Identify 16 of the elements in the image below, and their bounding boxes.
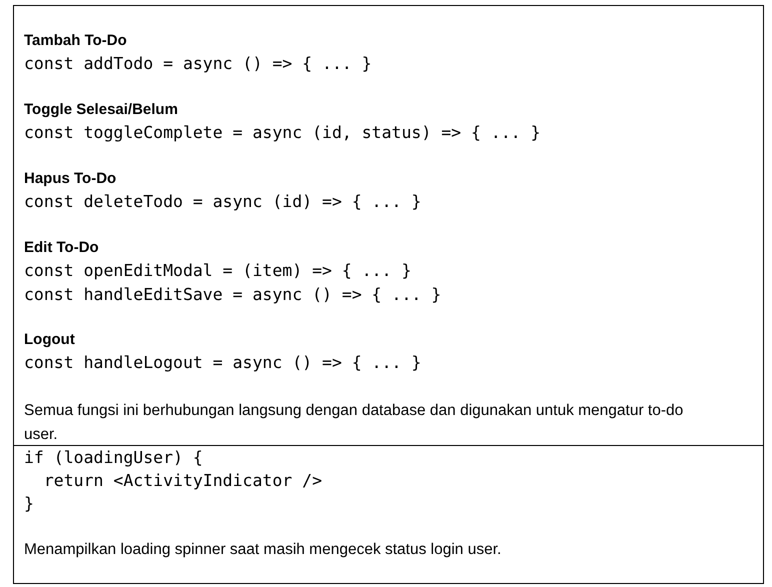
code-line: return <ActivityIndicator /> [42,471,322,490]
code-line: const addTodo = async () => { ... } [24,54,372,73]
section-heading: Toggle Selesai/Belum [24,101,178,118]
code-line: const openEditModal = (item) => { ... } [24,261,412,280]
code-line: const handleEditSave = async () => { ... } [24,285,442,304]
description-text: Semua fungsi ini berhubungan langsung dengan database dan digunakan untuk mengatur to-do user. [24,401,684,445]
section-heading: Edit To-Do [24,239,99,256]
code-line: const handleLogout = async () => { ... } [24,353,422,372]
code-line: } [24,494,34,513]
section-heading: Hapus To-Do [24,170,116,187]
section-heading: Tambah To-Do [24,32,127,49]
description-text: Menampilkan loading spinner saat masih mengecek status login user. [24,540,502,560]
section-heading: Logout [24,331,75,348]
code-line: const toggleComplete = async (id, status) => { ... } [24,123,541,142]
code-line: if (loadingUser) { [24,448,203,467]
code-line: const deleteTodo = async (id) => { ... } [24,192,422,211]
